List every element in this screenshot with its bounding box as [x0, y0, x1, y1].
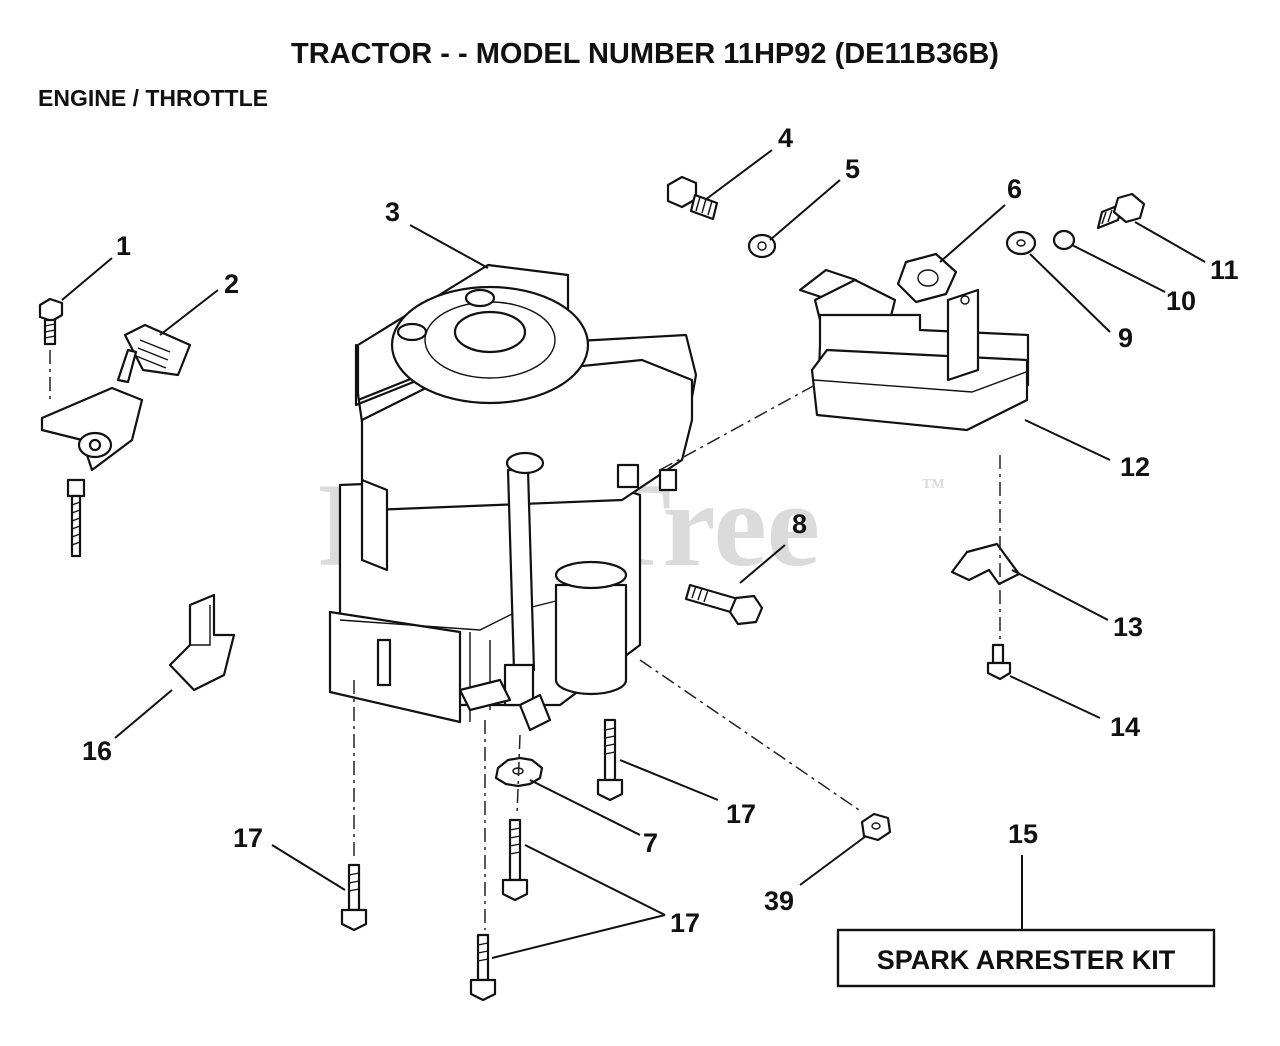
callout-7: 7	[643, 828, 658, 858]
callout-17-center: 17	[726, 799, 756, 829]
part-16-bracket	[168, 593, 236, 692]
callout-13: 13	[1113, 612, 1143, 642]
part-3-engine	[328, 263, 698, 732]
section-subtitle: ENGINE / THROTTLE	[38, 85, 268, 111]
part-2-throttle-control	[40, 323, 192, 558]
part-17-bolt-left	[340, 863, 368, 932]
spark-arrester-kit-label: SPARK ARRESTER KIT	[877, 945, 1176, 975]
callout-11: 11	[1210, 255, 1239, 285]
callout-15: 15	[1008, 819, 1038, 849]
part-9-washer	[1005, 230, 1037, 256]
callout-2: 2	[224, 269, 239, 299]
callout-6: 6	[1007, 174, 1022, 204]
leader-lines	[61, 149, 1206, 959]
part-39-nut	[860, 812, 892, 842]
callout-17-left: 17	[233, 823, 263, 853]
part-17-bolt-bottom	[469, 933, 497, 1002]
callout-5: 5	[845, 154, 860, 184]
callout-4: 4	[778, 123, 793, 153]
callout-3: 3	[385, 197, 400, 227]
part-4-bolt	[666, 175, 719, 221]
callout-1: 1	[116, 231, 131, 261]
callout-17-bottom: 17	[670, 908, 700, 938]
part-12-muffler	[798, 268, 1030, 432]
part-1-screw	[38, 297, 64, 346]
part-8-bolt	[684, 583, 764, 626]
part-17-bolt-lower-center	[501, 818, 529, 902]
part-10-lock-washer	[1052, 229, 1076, 251]
callout-10: 10	[1166, 286, 1196, 316]
part-13-spark-screen	[950, 542, 1021, 586]
callout-9: 9	[1118, 323, 1133, 353]
page-title: TRACTOR - - MODEL NUMBER 11HP92 (DE11B36…	[291, 38, 999, 70]
part-17-bolt-center	[596, 718, 624, 802]
spark-arrester-kit-box	[836, 928, 1216, 988]
callout-39: 39	[764, 886, 794, 916]
callout-14: 14	[1110, 712, 1140, 742]
callout-8: 8	[792, 509, 807, 539]
callout-16: 16	[82, 736, 112, 766]
callout-12: 12	[1120, 452, 1150, 482]
watermark-tm: TM	[922, 477, 945, 492]
part-5-lock-washer	[747, 233, 777, 259]
part-11-bolt	[1096, 192, 1146, 230]
part-6-gasket	[896, 252, 958, 304]
part-14-screw	[986, 643, 1012, 681]
